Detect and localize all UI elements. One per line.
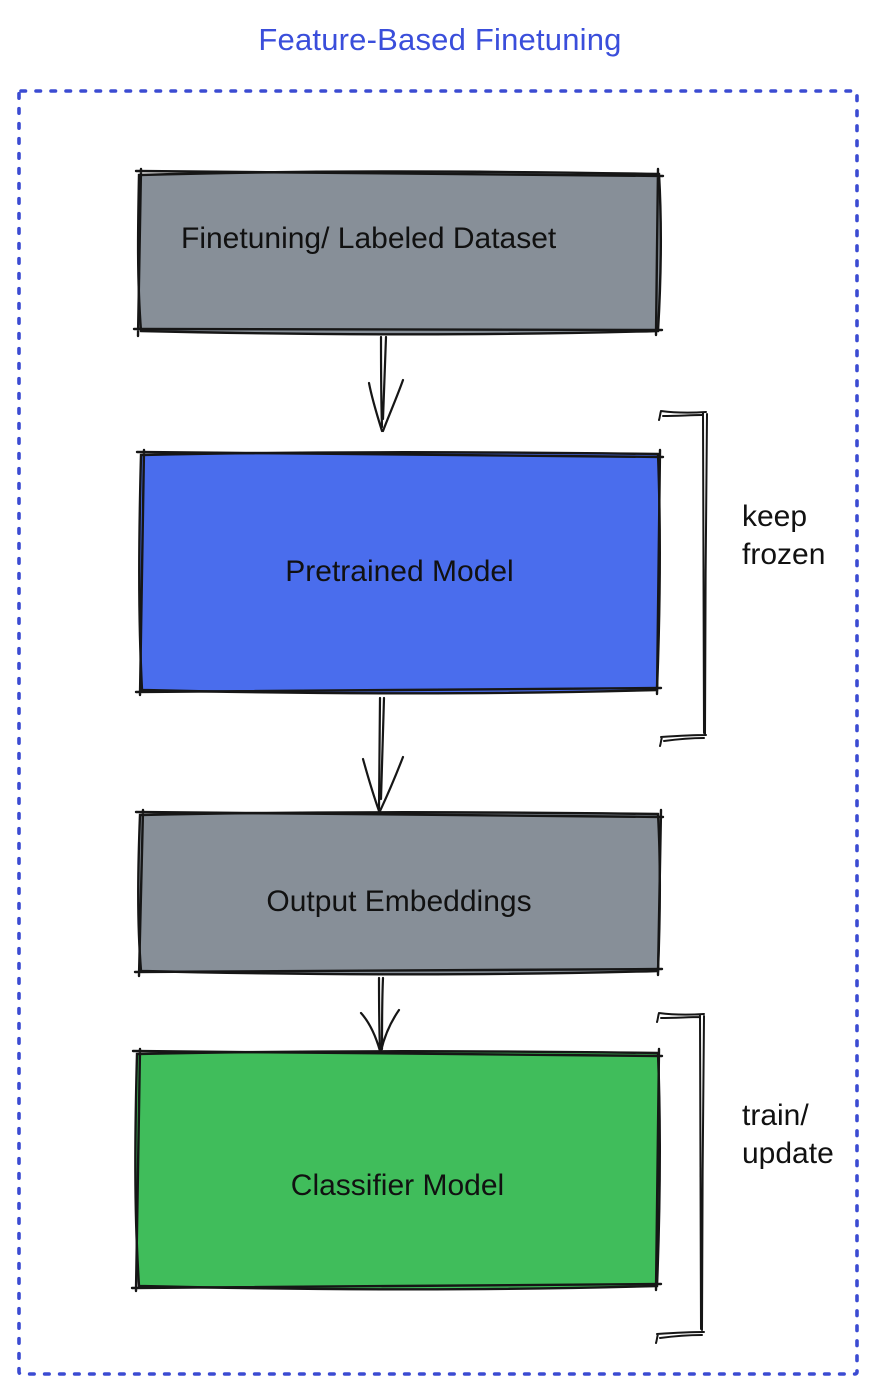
annotation-brackets: [655, 410, 708, 1344]
node-classifier-model-label: Classifier Model: [290, 1169, 505, 1202]
node-pretrained-model-sketch: [134, 448, 665, 697]
arrow-embeddings-to-classifier: [359, 976, 401, 1053]
node-output-embeddings-sketch: [133, 808, 665, 978]
dotted-frame: [17, 89, 859, 1376]
annotation-train-update-line-2: update: [742, 1137, 834, 1170]
arrow-dataset-to-pretrained: [367, 335, 405, 433]
node-pretrained-model-label: Pretrained Model: [285, 555, 514, 588]
node-finetuning-dataset-label: Finetuning/ Labeled Dataset: [181, 222, 557, 255]
diagram-title: Feature-Based Finetuning: [258, 22, 622, 57]
bracket-keep-frozen: [658, 410, 708, 747]
annotation-keep-frozen-line-2: frozen: [742, 538, 826, 571]
annotation-train-update-line-1: train/: [742, 1099, 809, 1132]
annotation-train-update: train/ update: [742, 1097, 834, 1173]
edge-arrows: [359, 335, 405, 1053]
node-output-embeddings-label: Output Embeddings: [266, 885, 532, 918]
annotation-keep-frozen: keep frozen: [742, 498, 825, 574]
annotation-keep-frozen-line-1: keep: [742, 500, 808, 533]
node-finetuning-dataset-sketch: [132, 167, 665, 338]
arrow-pretrained-to-embeddings: [361, 696, 405, 813]
bracket-train-update: [655, 1012, 705, 1344]
node-classifier-model-sketch: [130, 1047, 664, 1293]
node-shapes: [130, 167, 665, 1293]
